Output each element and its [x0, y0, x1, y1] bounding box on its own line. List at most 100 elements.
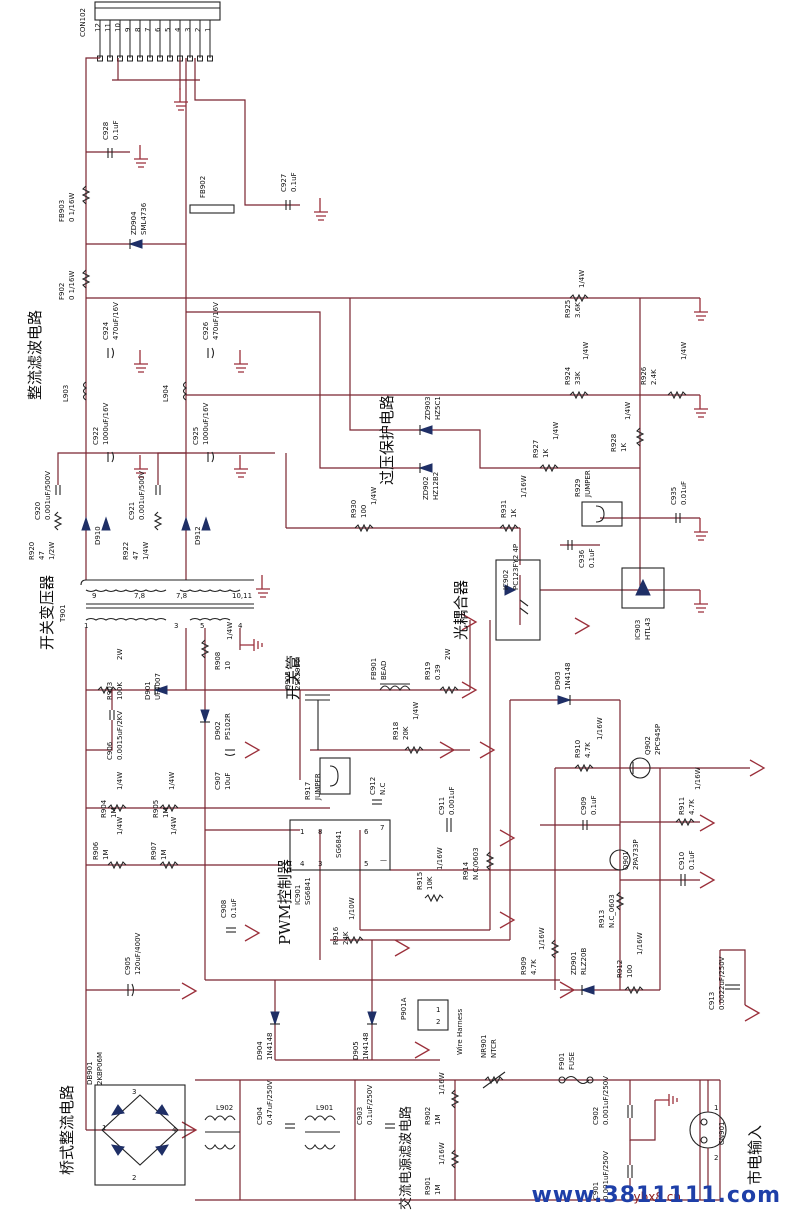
svg-text:20K: 20K — [402, 726, 410, 740]
svg-text:0.1uF: 0.1uF — [590, 795, 598, 815]
svg-text:1/4W: 1/4W — [142, 542, 150, 560]
svg-text:1: 1 — [300, 828, 304, 836]
svg-text:R912: R912 — [616, 960, 624, 978]
svg-text:0.1uF: 0.1uF — [290, 172, 298, 192]
svg-text:D904: D904 — [256, 1041, 264, 1060]
svg-text:1M: 1M — [160, 850, 168, 861]
svg-text:NTCR: NTCR — [490, 1039, 498, 1058]
con102-pin-pad — [107, 55, 113, 62]
svg-text:0.001uF/500V: 0.001uF/500V — [138, 471, 146, 520]
con102-pin-pad — [167, 55, 173, 62]
c903: C903 0.1uF/250V — [356, 1085, 395, 1129]
svg-text:R918: R918 — [392, 722, 400, 740]
svg-text:R926: R926 — [640, 366, 648, 385]
svg-text:1/4W: 1/4W — [680, 342, 688, 360]
f901-fuse: F901 FUSE — [558, 1052, 594, 1085]
svg-text:2: 2 — [132, 1174, 136, 1182]
r902: R902 1M 1/16W — [424, 1072, 460, 1126]
output-wiring — [85, 57, 700, 625]
c920: C920 0.001uF/500V — [34, 452, 86, 520]
svg-text:1M: 1M — [110, 808, 118, 819]
svg-text:R930: R930 — [350, 500, 358, 518]
svg-text:1/16W: 1/16W — [438, 1072, 446, 1095]
svg-text:JUMPER: JUMPER — [584, 470, 592, 498]
svg-text:24K: 24K — [342, 931, 350, 945]
svg-text:2PA733P: 2PA733P — [632, 839, 640, 870]
svg-text:1N4148: 1N4148 — [362, 1032, 370, 1060]
svg-text:C905: C905 — [124, 957, 132, 975]
svg-text:1/16W: 1/16W — [694, 767, 702, 790]
svg-text:5: 5 — [364, 860, 368, 868]
svg-text:7: 7 — [380, 824, 384, 832]
svg-text:1M: 1M — [434, 1115, 442, 1126]
r901: R901 1M 1/16W — [424, 1142, 460, 1195]
l902-common-mode-choke: L902 — [204, 1104, 240, 1150]
svg-text:1/4W: 1/4W — [412, 702, 420, 720]
svg-text:R928: R928 — [610, 434, 618, 452]
cn901-mains-connector: 1 2 CN901 — [689, 1080, 727, 1200]
svg-text:RLZ20B: RLZ20B — [580, 948, 588, 975]
c936: C936 0.1uF — [567, 540, 596, 568]
svg-text:IC903: IC903 — [634, 620, 642, 640]
svg-text:JUMPER: JUMPER — [314, 773, 322, 801]
svg-text:1/4W: 1/4W — [170, 817, 178, 835]
svg-text:IC901: IC901 — [294, 885, 302, 905]
svg-text:C904: C904 — [256, 1106, 264, 1125]
con102-pin-pad — [197, 55, 203, 62]
r903: R903 100K 2W — [97, 649, 124, 700]
svg-text:N.C_0603: N.C_0603 — [608, 894, 616, 928]
c922: C922 1000uF/16V — [92, 402, 115, 463]
svg-text:R907: R907 — [150, 842, 158, 860]
l901-common-mode-choke: L901 — [304, 1104, 340, 1150]
svg-text:R927: R927 — [532, 440, 540, 458]
svg-text:1/4W: 1/4W — [226, 622, 234, 640]
svg-text:R908: R908 — [214, 652, 222, 670]
zd904: ZD904 SML4736 — [128, 202, 148, 249]
svg-text:FB901: FB901 — [370, 658, 378, 680]
c908: C908 0.1uF — [220, 898, 238, 933]
svg-text:3: 3 — [174, 622, 178, 630]
r918: R918 20K 1/4W — [392, 702, 424, 755]
title-pwm: PWM控制器 — [276, 859, 294, 945]
q901-transistor: Q901 2PA733P — [609, 839, 640, 871]
svg-text:0.001uF/500V: 0.001uF/500V — [44, 471, 52, 520]
svg-text:R931: R931 — [500, 500, 508, 518]
svg-text:0.0022uF/250V: 0.0022uF/250V — [718, 956, 726, 1010]
svg-text:R922: R922 — [122, 542, 130, 560]
d904: D904 1N4148 — [256, 1011, 280, 1060]
svg-text:47: 47 — [38, 551, 46, 560]
svg-text:C935: C935 — [670, 487, 678, 505]
r912: R912 100 1/16W — [616, 932, 644, 995]
svg-text:ZD903: ZD903 — [424, 396, 432, 420]
svg-text:D901: D901 — [144, 681, 152, 700]
watermark-url[interactable]: www.3811111.com — [531, 1183, 781, 1208]
svg-text:4.7K: 4.7K — [688, 799, 696, 815]
con102-pin-12: 12 — [94, 23, 102, 32]
svg-text:6: 6 — [364, 828, 369, 836]
svg-text:33K: 33K — [574, 371, 582, 385]
svg-text:2.4K: 2.4K — [650, 369, 658, 385]
svg-text:R902: R902 — [424, 1107, 432, 1125]
f902: F902 0 1/16W — [58, 269, 91, 300]
svg-text:R901: R901 — [424, 1177, 432, 1195]
svg-text:1/4W: 1/4W — [582, 342, 590, 360]
r922: R922 47 1/4W — [122, 511, 163, 560]
svg-text:C909: C909 — [580, 797, 588, 815]
svg-text:1/4W: 1/4W — [624, 402, 632, 420]
svg-text:C928: C928 — [102, 122, 110, 140]
c913: C913 0.0022uF/250V — [708, 949, 746, 1010]
d912: D912 — [181, 516, 211, 545]
svg-text:2KBP06M: 2KBP06M — [96, 1052, 104, 1085]
svg-text:0.01uF: 0.01uF — [680, 481, 688, 505]
svg-text:100K: 100K — [116, 682, 124, 700]
d903: D903 1N4148 — [554, 662, 572, 705]
svg-text:2: 2 — [436, 1018, 440, 1026]
svg-text:1K: 1K — [620, 443, 628, 452]
svg-text:R905: R905 — [152, 800, 160, 818]
svg-text:R914: R914 — [462, 861, 470, 880]
c926: C926 470uF/16V — [202, 302, 220, 359]
svg-text:1/16W: 1/16W — [636, 932, 644, 955]
svg-text:SG6841: SG6841 — [335, 830, 343, 858]
ic901-pwm-controller: SG6841 8 6 7 1 4 3 5 — IC901 SG6841 — [289, 819, 391, 905]
svg-text:10uF: 10uF — [224, 773, 232, 790]
